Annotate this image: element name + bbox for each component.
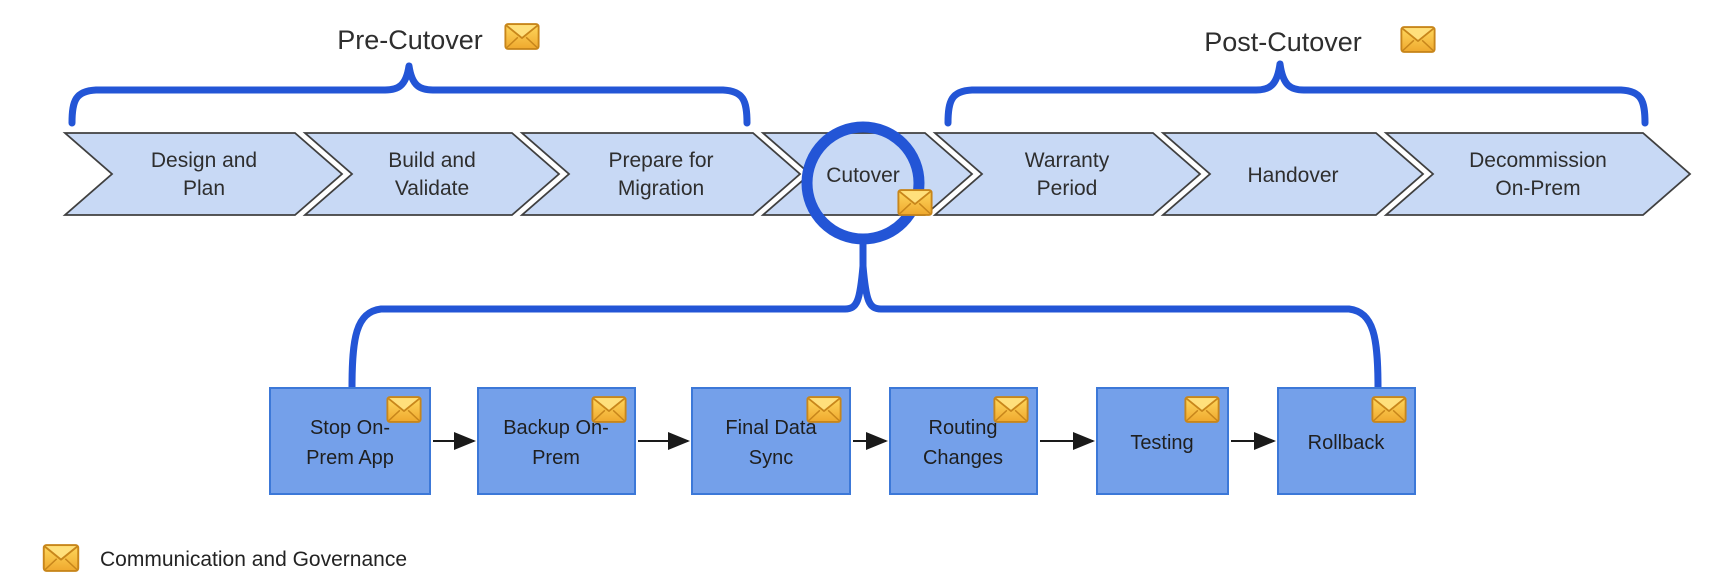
phase-label: Build and <box>388 149 476 172</box>
step-label: Backup On- <box>503 417 609 439</box>
phase-label: Handover <box>1247 164 1338 187</box>
envelope-icon <box>993 396 1029 423</box>
phase-label: Prepare for <box>608 149 713 172</box>
step-label: Sync <box>749 447 793 469</box>
phase-label: Migration <box>618 177 704 200</box>
envelope-icon <box>504 23 540 50</box>
phase-label: Warranty <box>1025 149 1110 172</box>
step-label: Prem App <box>306 447 394 469</box>
step-label: Final Data <box>725 417 817 439</box>
phase-label: On-Prem <box>1495 177 1580 200</box>
phase-label: Validate <box>395 177 469 200</box>
step-label: Testing <box>1130 432 1193 454</box>
phase-label: Plan <box>183 177 225 200</box>
phase-chevron-decommission-on-prem <box>1383 132 1692 216</box>
phase-chevron-build-and-validate <box>302 132 561 216</box>
envelope-icon <box>1400 26 1436 53</box>
cutover-steps: Stop On- Prem App Backup On- Prem Final … <box>269 387 1416 495</box>
phase-chevron-warranty-period <box>932 132 1202 216</box>
cutover-highlight-circle <box>801 121 925 245</box>
envelope-icon <box>1371 396 1407 423</box>
post-cutover-title: Post-Cutover <box>1204 27 1362 57</box>
phase-chevron-handover <box>1160 132 1425 216</box>
cutover-detail-brace <box>348 262 1382 392</box>
phase-label: Decommission <box>1469 149 1607 172</box>
envelope-icon <box>42 544 80 572</box>
pre-cutover-title: Pre-Cutover <box>337 25 483 55</box>
step-label: Routing <box>929 417 998 439</box>
phase-label: Design and <box>151 149 257 172</box>
step-label: Stop On- <box>310 417 390 439</box>
step-label: Prem <box>532 447 580 469</box>
timeline: Design and Plan Build and Validate Prepa… <box>62 132 1692 216</box>
envelope-icon <box>897 189 933 216</box>
legend: Communication and Governance <box>42 544 407 572</box>
legend-label: Communication and Governance <box>100 548 407 571</box>
phase-label: Cutover <box>826 164 900 187</box>
step-label: Rollback <box>1308 432 1386 454</box>
envelope-icon <box>386 396 422 423</box>
phase-chevron-prepare-for-migration <box>519 132 802 216</box>
step-label: Changes <box>923 447 1003 469</box>
envelope-icon <box>1184 396 1220 423</box>
phase-chevron-design-and-plan <box>62 132 344 216</box>
post-cutover-brace <box>944 60 1649 127</box>
pre-cutover-brace <box>68 62 751 127</box>
phase-label: Period <box>1037 177 1098 200</box>
